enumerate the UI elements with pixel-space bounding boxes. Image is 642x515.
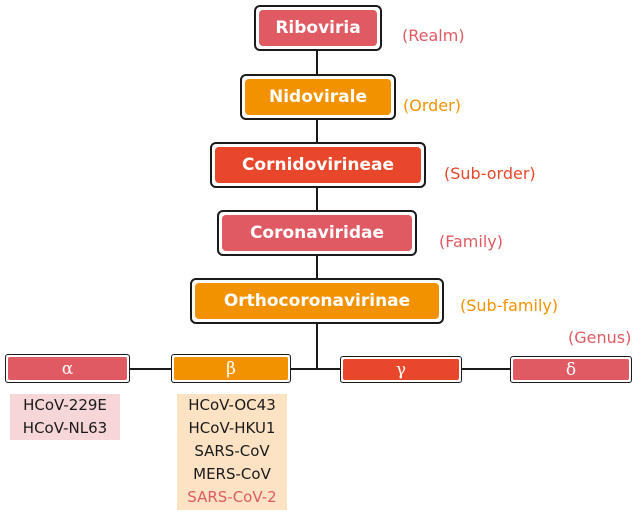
family-box: Coronaviridae [217, 210, 417, 256]
genus-alpha-label: α [8, 357, 127, 380]
family-rank-label: (Family) [439, 232, 503, 251]
species-item: HCoV-229E [23, 396, 107, 414]
species-item: MERS-CoV [193, 465, 271, 483]
genus-rank-label: (Genus) [568, 328, 632, 347]
genus-delta-box: δ [510, 356, 632, 383]
beta-species-list: HCoV-OC43 HCoV-HKU1 SARS-CoV MERS-CoV SA… [177, 394, 287, 510]
genus-connector-center [290, 368, 340, 370]
species-item: HCoV-OC43 [188, 396, 276, 414]
species-item: SARS-CoV [194, 442, 270, 460]
species-item: HCoV-NL63 [22, 419, 108, 437]
genus-gamma-label: γ [343, 359, 459, 380]
subfamily-rank-label: (Sub-family) [460, 296, 559, 315]
family-label: Coronaviridae [222, 215, 412, 251]
species-item: HCoV-HKU1 [188, 419, 276, 437]
genus-beta-box: β [171, 354, 291, 383]
genus-gamma-box: γ [340, 356, 462, 383]
genus-connector-right [462, 368, 510, 370]
subfamily-box: Orthocoronavirinae [190, 278, 444, 324]
subfamily-label: Orthocoronavirinae [195, 283, 439, 319]
suborder-rank-label: (Sub-order) [444, 164, 536, 183]
realm-rank-label: (Realm) [402, 26, 465, 45]
genus-delta-label: δ [513, 359, 629, 380]
genus-connector-left [130, 368, 172, 370]
order-rank-label: (Order) [403, 96, 461, 115]
alpha-species-list: HCoV-229E HCoV-NL63 [10, 394, 120, 440]
species-item-highlighted: SARS-CoV-2 [187, 488, 277, 506]
order-label: Nidovirale [245, 79, 391, 115]
genus-beta-label: β [174, 357, 288, 380]
realm-label: Riboviria [259, 10, 377, 46]
suborder-label: Cornidovirineae [215, 147, 421, 183]
realm-box: Riboviria [254, 5, 382, 51]
genus-alpha-box: α [5, 354, 130, 383]
order-box: Nidovirale [240, 74, 396, 120]
suborder-box: Cornidovirineae [210, 142, 426, 188]
